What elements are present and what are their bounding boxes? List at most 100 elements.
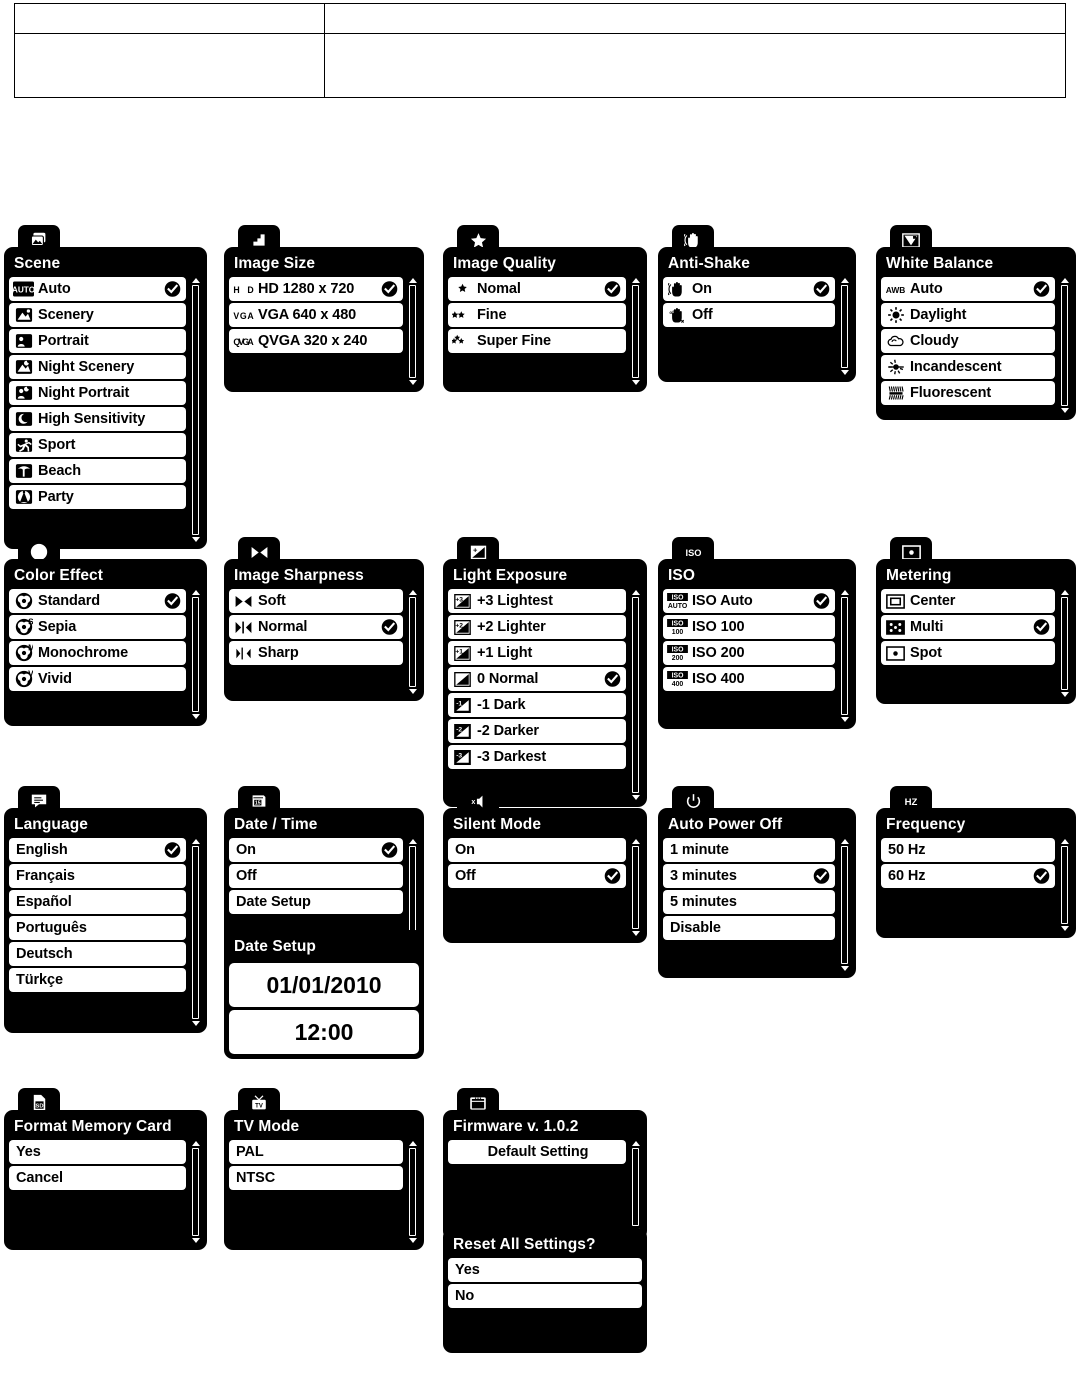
scroll-up-arrow-icon[interactable] (1060, 278, 1069, 283)
menu-scrollbar[interactable] (838, 589, 851, 723)
menu-option[interactable]: Date Setup (229, 890, 403, 914)
scroll-down-arrow-icon[interactable] (1060, 692, 1069, 697)
menu-scrollbar[interactable] (629, 1140, 642, 1234)
menu-scrollbar[interactable] (1058, 589, 1071, 698)
menu-option[interactable]: +1+1 Light (448, 641, 626, 665)
menu-scrollbar[interactable] (838, 838, 851, 972)
menu-option[interactable]: Center (881, 589, 1055, 613)
scroll-down-arrow-icon[interactable] (1060, 408, 1069, 413)
scroll-down-arrow-icon[interactable] (191, 714, 200, 719)
menu-option[interactable]: Fluorescent (881, 381, 1055, 405)
menu-option[interactable]: On (663, 277, 835, 301)
scroll-up-arrow-icon[interactable] (631, 839, 640, 844)
scrollbar-track[interactable] (632, 846, 639, 929)
menu-scrollbar[interactable] (189, 838, 202, 1027)
scroll-down-arrow-icon[interactable] (840, 717, 849, 722)
scroll-up-arrow-icon[interactable] (191, 839, 200, 844)
scrollbar-track[interactable] (841, 846, 848, 964)
scroll-up-arrow-icon[interactable] (408, 839, 417, 844)
menu-option[interactable]: Normal (229, 615, 403, 639)
menu-scrollbar[interactable] (406, 589, 419, 695)
menu-option[interactable]: Soft (229, 589, 403, 613)
scrollbar-track[interactable] (841, 597, 848, 715)
menu-scrollbar[interactable] (838, 277, 851, 376)
menu-option[interactable]: Disable (663, 916, 835, 940)
scroll-up-arrow-icon[interactable] (1060, 590, 1069, 595)
menu-option[interactable]: Night Portrait (9, 381, 186, 405)
menu-option[interactable]: 50 Hz (881, 838, 1055, 862)
menu-option[interactable]: On (448, 838, 626, 862)
date-value-field[interactable]: 01/01/2010 (229, 963, 419, 1007)
scroll-down-arrow-icon[interactable] (840, 966, 849, 971)
scrollbar-track[interactable] (192, 597, 199, 712)
menu-scrollbar[interactable] (629, 277, 642, 386)
menu-option[interactable]: Beach (9, 459, 186, 483)
scroll-up-arrow-icon[interactable] (408, 590, 417, 595)
menu-option[interactable]: -3-3 Darkest (448, 745, 626, 769)
menu-option[interactable]: On (229, 838, 403, 862)
scroll-down-arrow-icon[interactable] (408, 1238, 417, 1243)
menu-option[interactable]: Cloudy (881, 329, 1055, 353)
menu-scrollbar[interactable] (1058, 838, 1071, 932)
menu-option[interactable]: PAL (229, 1140, 403, 1164)
scroll-up-arrow-icon[interactable] (631, 590, 640, 595)
menu-option[interactable]: Português (9, 916, 186, 940)
scroll-up-arrow-icon[interactable] (840, 590, 849, 595)
menu-scrollbar[interactable] (189, 277, 202, 543)
menu-option[interactable]: Cancel (9, 1166, 186, 1190)
scroll-up-arrow-icon[interactable] (408, 278, 417, 283)
scroll-down-arrow-icon[interactable] (191, 1021, 200, 1026)
menu-option[interactable]: High Sensitivity (9, 407, 186, 431)
menu-option[interactable]: MMonochrome (9, 641, 186, 665)
scroll-up-arrow-icon[interactable] (840, 839, 849, 844)
menu-option[interactable]: +3+3 Lightest (448, 589, 626, 613)
menu-option[interactable]: Sharp (229, 641, 403, 665)
menu-option[interactable]: Super Fine (448, 329, 626, 353)
menu-option[interactable]: Night Scenery (9, 355, 186, 379)
menu-option[interactable]: Français (9, 864, 186, 888)
menu-option[interactable]: Fine (448, 303, 626, 327)
scroll-up-arrow-icon[interactable] (840, 278, 849, 283)
menu-option[interactable]: Default Setting (448, 1140, 626, 1164)
menu-option[interactable]: 0 Normal (448, 667, 626, 691)
menu-option[interactable]: Español (9, 890, 186, 914)
menu-option[interactable]: Off (229, 864, 403, 888)
menu-option[interactable]: 3 minutes (663, 864, 835, 888)
scrollbar-track[interactable] (409, 1148, 416, 1236)
scroll-up-arrow-icon[interactable] (1060, 839, 1069, 844)
menu-scrollbar[interactable] (406, 277, 419, 386)
scrollbar-track[interactable] (192, 846, 199, 1019)
scroll-down-arrow-icon[interactable] (191, 537, 200, 542)
scroll-up-arrow-icon[interactable] (408, 1141, 417, 1146)
menu-option[interactable]: Multi (881, 615, 1055, 639)
scroll-down-arrow-icon[interactable] (631, 795, 640, 800)
scroll-down-arrow-icon[interactable] (840, 370, 849, 375)
scroll-up-arrow-icon[interactable] (631, 278, 640, 283)
scrollbar-track[interactable] (192, 1148, 199, 1236)
scrollbar-track[interactable] (1061, 597, 1068, 690)
menu-scrollbar[interactable] (406, 1140, 419, 1244)
menu-option[interactable]: Standard (9, 589, 186, 613)
menu-option[interactable]: +2+2 Lighter (448, 615, 626, 639)
reset-yes-option[interactable]: Yes (448, 1258, 642, 1282)
menu-option[interactable]: 1 minute (663, 838, 835, 862)
scrollbar-track[interactable] (192, 285, 199, 535)
scroll-down-arrow-icon[interactable] (631, 380, 640, 385)
scroll-down-arrow-icon[interactable] (631, 931, 640, 936)
scrollbar-track[interactable] (409, 846, 416, 939)
menu-option[interactable]: Incandescent (881, 355, 1055, 379)
scroll-down-arrow-icon[interactable] (1060, 926, 1069, 931)
scroll-up-arrow-icon[interactable] (631, 1141, 640, 1146)
menu-option[interactable]: -1-1 Dark (448, 693, 626, 717)
menu-scrollbar[interactable] (629, 838, 642, 937)
menu-option[interactable]: Yes (9, 1140, 186, 1164)
scrollbar-track[interactable] (632, 597, 639, 793)
